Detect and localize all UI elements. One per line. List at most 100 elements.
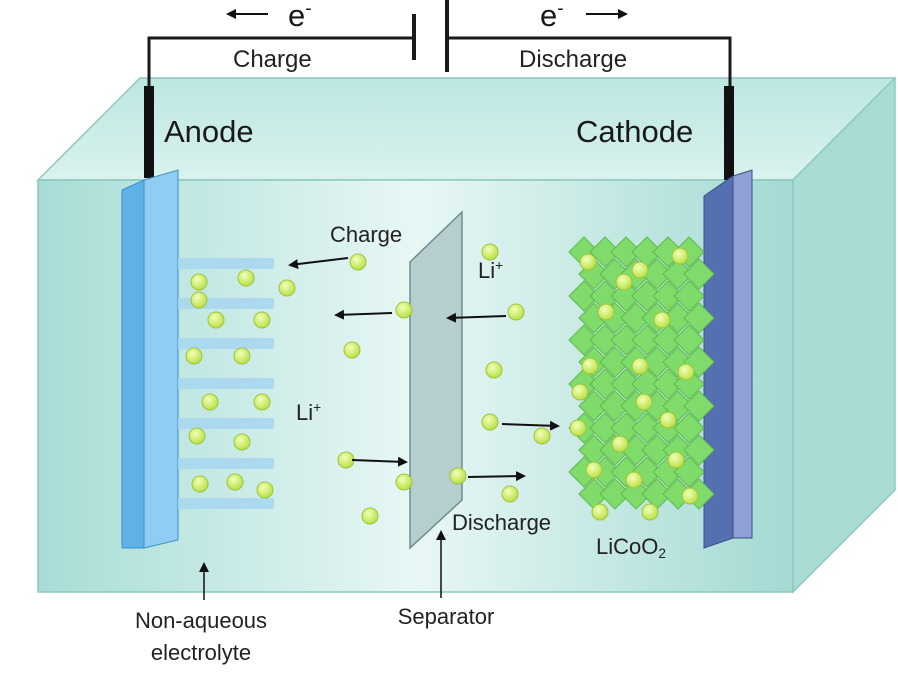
anode-label: Anode bbox=[164, 114, 254, 149]
li-ion bbox=[571, 383, 589, 401]
li-ion bbox=[681, 487, 699, 505]
discharge-arrow-1 bbox=[351, 456, 408, 467]
discharge-flow-label: Discharge bbox=[452, 510, 552, 535]
li-ion-label-right: Li+ bbox=[478, 257, 504, 283]
licoo2-crystal bbox=[652, 280, 684, 312]
licoo2-crystal bbox=[631, 412, 663, 444]
li-ion bbox=[190, 291, 208, 309]
licoo2-crystal bbox=[673, 412, 705, 444]
licoo2-crystal bbox=[673, 280, 705, 312]
electron-label-left: e- bbox=[288, 0, 312, 33]
licoo2-crystal bbox=[662, 302, 694, 334]
li-ion bbox=[641, 503, 659, 521]
graphite-layer bbox=[178, 338, 274, 349]
licoo2-crystal bbox=[599, 478, 631, 510]
licoo2-crystal bbox=[641, 346, 673, 378]
li-ion-label-left: Li+ bbox=[296, 399, 322, 425]
licoo2-crystal bbox=[610, 236, 642, 268]
li-ion bbox=[233, 347, 251, 365]
li-ion bbox=[677, 363, 695, 381]
charge-arrow-1 bbox=[288, 257, 349, 270]
cathode-terminal bbox=[724, 86, 734, 180]
li-ion bbox=[278, 279, 296, 297]
li-ion bbox=[631, 261, 649, 279]
li-ion bbox=[631, 357, 649, 375]
electrolyte-label-line1: Non-aqueous bbox=[134, 608, 268, 633]
licoo2-crystal bbox=[683, 258, 715, 290]
licoo2-crystal bbox=[589, 324, 621, 356]
licoo2-crystal bbox=[620, 478, 652, 510]
licoo2-crystal bbox=[610, 324, 642, 356]
li-ion bbox=[191, 475, 209, 493]
licoo2-crystal bbox=[652, 324, 684, 356]
licoo2-crystal bbox=[641, 434, 673, 466]
li-ion bbox=[569, 419, 587, 437]
li-ion bbox=[253, 393, 271, 411]
graphite-layer bbox=[178, 298, 274, 309]
discharge-arrow-3 bbox=[501, 420, 560, 431]
licoo2-crystal bbox=[662, 258, 694, 290]
charge-arrow-3 bbox=[446, 312, 507, 323]
li-ion bbox=[653, 311, 671, 329]
li-ion bbox=[501, 485, 519, 503]
cathode-plate bbox=[703, 169, 753, 549]
li-ion bbox=[611, 435, 629, 453]
anode-plate bbox=[121, 169, 179, 549]
li-ion bbox=[361, 507, 379, 525]
li-ion bbox=[337, 451, 355, 469]
charge-arrow-2 bbox=[334, 309, 393, 320]
licoo2-crystal bbox=[610, 280, 642, 312]
electron-label-right: e- bbox=[540, 0, 564, 33]
licoo2-crystal bbox=[568, 280, 600, 312]
li-ion bbox=[253, 311, 271, 329]
li-ion bbox=[635, 393, 653, 411]
graphite-layers bbox=[178, 258, 274, 509]
li-ion bbox=[481, 413, 499, 431]
graphite-layer bbox=[178, 378, 274, 389]
graphite-layer bbox=[178, 498, 274, 509]
licoo2-crystal bbox=[683, 434, 715, 466]
li-ion bbox=[226, 473, 244, 491]
anode-terminal bbox=[144, 86, 154, 178]
licoo2-crystal bbox=[652, 368, 684, 400]
li-ion bbox=[481, 243, 499, 261]
li-ion bbox=[597, 303, 615, 321]
cathode-label: Cathode bbox=[576, 114, 694, 149]
li-ion bbox=[579, 253, 597, 271]
licoo2-crystal bbox=[620, 302, 652, 334]
li-ion bbox=[256, 481, 274, 499]
ion-flow-arrows bbox=[288, 257, 560, 482]
licoo2-crystal bbox=[589, 368, 621, 400]
li-ion bbox=[615, 273, 633, 291]
li-ion bbox=[349, 253, 367, 271]
discharge-arrow-2 bbox=[467, 471, 526, 482]
circuit-discharge-label: Discharge bbox=[519, 46, 628, 73]
li-ions bbox=[185, 243, 699, 525]
licoo2-crystal bbox=[631, 280, 663, 312]
li-ion bbox=[233, 433, 251, 451]
graphite-layer bbox=[178, 258, 274, 269]
li-ion bbox=[449, 467, 467, 485]
li-ion bbox=[585, 461, 603, 479]
electrolyte-label-line2: electrolyte bbox=[150, 640, 252, 665]
li-ion bbox=[533, 427, 551, 445]
li-ion bbox=[671, 247, 689, 265]
li-ion bbox=[625, 471, 643, 489]
licoo2-crystal bbox=[589, 412, 621, 444]
separator-label: Separator bbox=[397, 604, 495, 629]
li-ion bbox=[237, 269, 255, 287]
licoo2-crystal bbox=[599, 390, 631, 422]
li-ion bbox=[185, 347, 203, 365]
li-ion bbox=[485, 361, 503, 379]
licoo2-crystal bbox=[589, 236, 621, 268]
li-ion bbox=[659, 411, 677, 429]
li-ion bbox=[395, 301, 413, 319]
licoo2-crystal bbox=[683, 302, 715, 334]
charge-flow-label: Charge bbox=[330, 222, 403, 247]
external-circuit bbox=[147, 0, 732, 90]
licoo2-crystal bbox=[610, 368, 642, 400]
li-ion bbox=[667, 451, 685, 469]
li-ion bbox=[207, 311, 225, 329]
li-ion bbox=[343, 341, 361, 359]
